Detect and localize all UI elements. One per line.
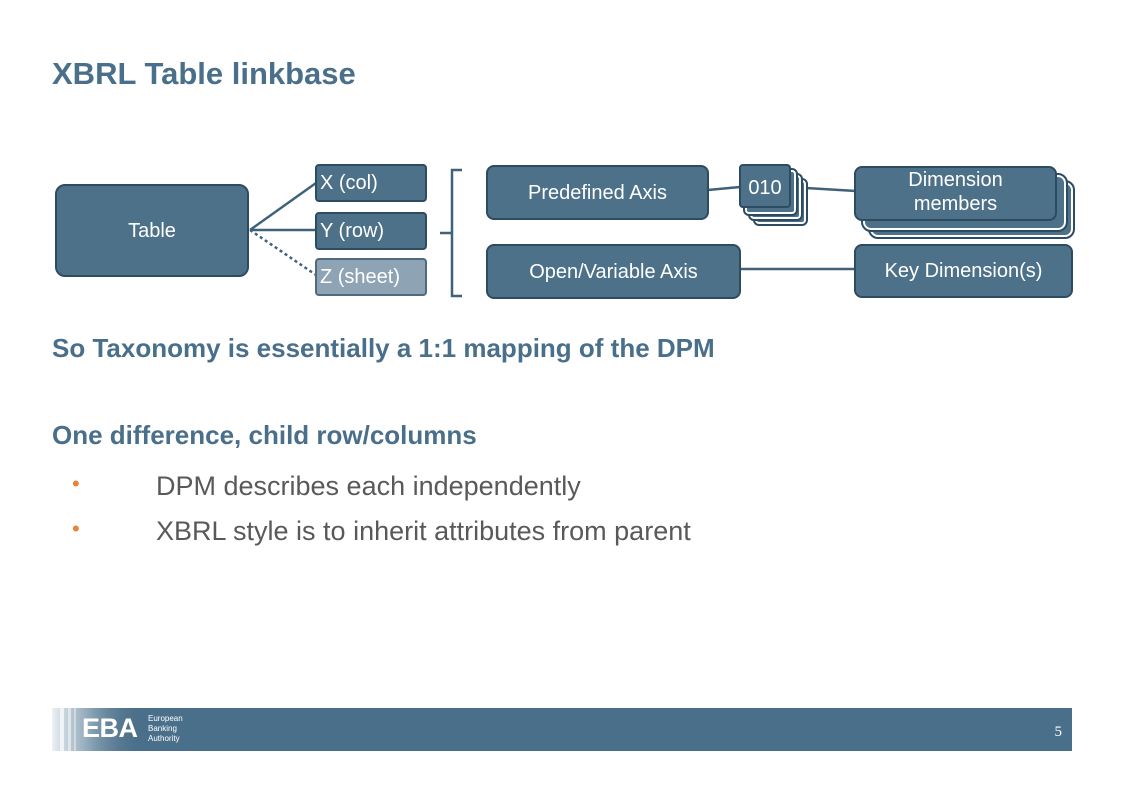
key-dimensions-label: Key Dimension(s) xyxy=(884,260,1043,282)
diagram-connectors xyxy=(249,168,857,298)
bullet-text: XBRL style is to inherit attributes from… xyxy=(156,516,691,546)
eba-logo-text: EBA xyxy=(82,713,138,743)
bullet-marker: • xyxy=(72,516,80,541)
table-label: Table xyxy=(128,219,176,242)
x-axis-box: X (col) xyxy=(315,164,427,202)
z-axis-label: Z (sheet) xyxy=(320,266,401,288)
dimension-members-label: Dimension members xyxy=(908,169,1003,215)
code-box: 010 xyxy=(739,164,791,208)
bullet-text: DPM describes each independently xyxy=(156,471,581,501)
open-axis-box: Open/Variable Axis xyxy=(486,244,741,299)
y-axis-box: Y (row) xyxy=(315,212,427,250)
org-line-1: European xyxy=(148,714,183,723)
x-axis-label: X (col) xyxy=(320,172,378,194)
open-axis-label: Open/Variable Axis xyxy=(529,260,698,283)
page-title: XBRL Table linkbase xyxy=(52,56,356,91)
eba-logo: EBA European Banking Authority xyxy=(52,708,192,751)
predefined-axis-label: Predefined Axis xyxy=(528,181,667,204)
table-linkbase-diagram: Table X (col) Y (row) Z (sheet) Predefin… xyxy=(0,0,1122,320)
bullet-marker: • xyxy=(72,471,80,496)
z-axis-box: Z (sheet) xyxy=(315,258,427,296)
heading-difference: One difference, child row/columns xyxy=(52,420,477,450)
axis-bracket xyxy=(440,168,462,298)
eba-logo-mark xyxy=(52,708,144,751)
code-label: 010 xyxy=(748,177,782,199)
connector-table-z xyxy=(249,228,317,277)
connector-predefined-code xyxy=(707,185,741,192)
footer-bar: EBA European Banking Authority 5 xyxy=(52,708,1072,751)
predefined-axis-box: Predefined Axis xyxy=(486,165,709,220)
org-line-2: Banking xyxy=(148,724,177,733)
eba-org-name: European Banking Authority xyxy=(148,714,183,744)
dimension-members-box: Dimension members xyxy=(854,166,1057,221)
heading-mapping: So Taxonomy is essentially a 1:1 mapping… xyxy=(52,333,715,363)
connector-table-x xyxy=(249,181,317,232)
y-axis-label: Y (row) xyxy=(320,220,385,242)
page-number: 5 xyxy=(1054,724,1063,740)
table-box: Table xyxy=(55,184,249,277)
org-line-3: Authority xyxy=(148,734,180,743)
connector-code-members xyxy=(805,186,857,193)
key-dimensions-box: Key Dimension(s) xyxy=(854,244,1073,298)
